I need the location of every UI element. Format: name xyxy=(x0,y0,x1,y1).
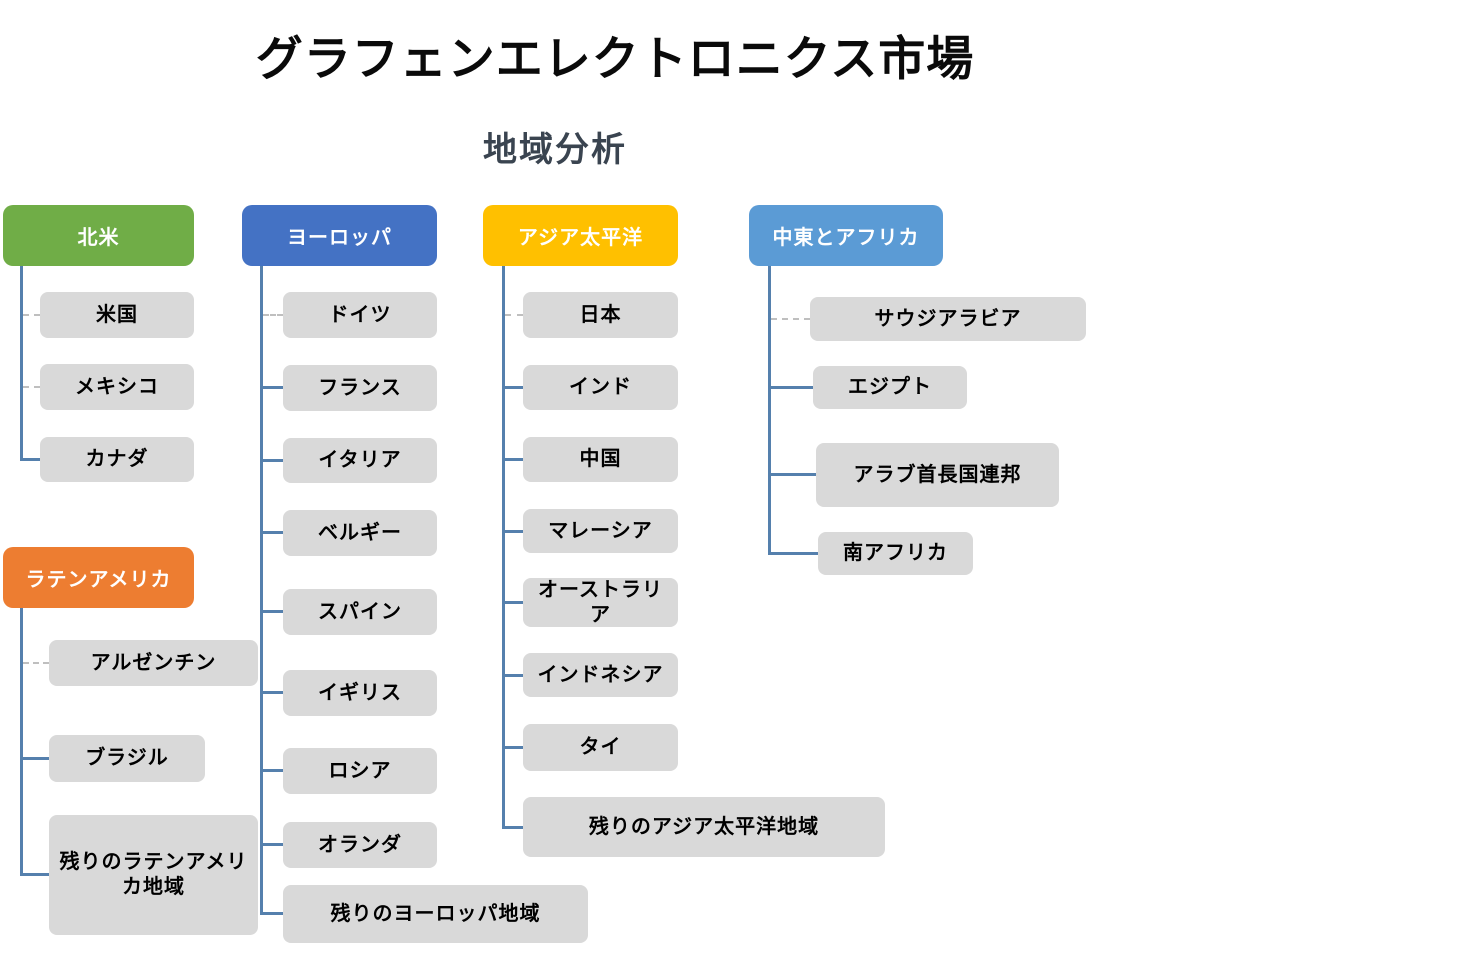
connector-solid xyxy=(263,531,283,534)
region-item: スパイン xyxy=(283,589,437,635)
connector-dashed xyxy=(23,662,49,664)
connector-solid xyxy=(263,691,283,694)
region-item: 残りのラテンアメリカ地域 xyxy=(49,815,258,935)
region-item: サウジアラビア xyxy=(810,297,1086,341)
connector-solid xyxy=(502,826,523,829)
connector-dashed xyxy=(23,386,40,388)
connector-solid xyxy=(263,386,283,389)
connector-solid xyxy=(771,473,816,476)
region-item: ベルギー xyxy=(283,510,437,556)
region-item: マレーシア xyxy=(523,509,678,553)
region-item: カナダ xyxy=(40,437,194,482)
connector-dashed xyxy=(771,318,810,320)
connector-trunk xyxy=(260,266,263,915)
connector-solid xyxy=(23,757,49,760)
region-item: 日本 xyxy=(523,292,678,338)
page-subtitle: 地域分析 xyxy=(483,131,627,169)
region-item: 中国 xyxy=(523,437,678,482)
connector-dashed xyxy=(505,314,523,316)
region-item: イギリス xyxy=(283,670,437,716)
region-item: 南アフリカ xyxy=(818,532,973,575)
region-item: ブラジル xyxy=(49,735,205,782)
region-item: ドイツ xyxy=(283,292,437,338)
connector-solid xyxy=(20,873,49,876)
region-item: インド xyxy=(523,365,678,410)
region-item: 米国 xyxy=(40,292,194,338)
group-header-north-america: 北米 xyxy=(3,205,194,266)
connector-solid xyxy=(263,610,283,613)
page-title: グラフェンエレクトロニクス市場 xyxy=(255,32,975,85)
group-header-latin-america: ラテンアメリカ xyxy=(3,547,194,608)
connector-solid xyxy=(505,530,523,533)
connector-solid xyxy=(505,601,523,604)
connector-solid xyxy=(505,674,523,677)
connector-solid xyxy=(263,769,283,772)
region-item: イタリア xyxy=(283,438,437,483)
connector-solid xyxy=(505,746,523,749)
region-item: 残りのヨーロッパ地域 xyxy=(283,885,588,943)
connector-solid xyxy=(263,843,283,846)
group-header-asia-pacific: アジア太平洋 xyxy=(483,205,678,266)
connector-solid xyxy=(768,552,818,555)
region-item: アラブ首長国連邦 xyxy=(816,443,1059,507)
connector-trunk xyxy=(768,266,771,555)
connector-trunk xyxy=(20,608,23,876)
region-item: フランス xyxy=(283,365,437,411)
region-item: インドネシア xyxy=(523,653,678,697)
region-item: オランダ xyxy=(283,822,437,868)
connector-solid xyxy=(260,912,283,915)
region-item: 残りのアジア太平洋地域 xyxy=(523,797,885,857)
connector-solid xyxy=(505,458,523,461)
region-item: アルゼンチン xyxy=(49,640,258,686)
region-item: タイ xyxy=(523,724,678,771)
connector-dashed xyxy=(263,314,283,316)
group-header-middle-east-africa: 中東とアフリカ xyxy=(749,205,943,266)
connector-trunk xyxy=(20,266,23,461)
connector-trunk xyxy=(502,266,505,829)
region-item: オーストラリア xyxy=(523,578,678,627)
region-item: エジプト xyxy=(813,366,967,409)
connector-solid xyxy=(20,458,40,461)
region-item: ロシア xyxy=(283,748,437,794)
connector-dashed xyxy=(23,314,40,316)
connector-solid xyxy=(771,386,813,389)
connector-solid xyxy=(505,386,523,389)
region-item: メキシコ xyxy=(40,364,194,410)
connector-solid xyxy=(263,459,283,462)
group-header-europe: ヨーロッパ xyxy=(242,205,437,266)
